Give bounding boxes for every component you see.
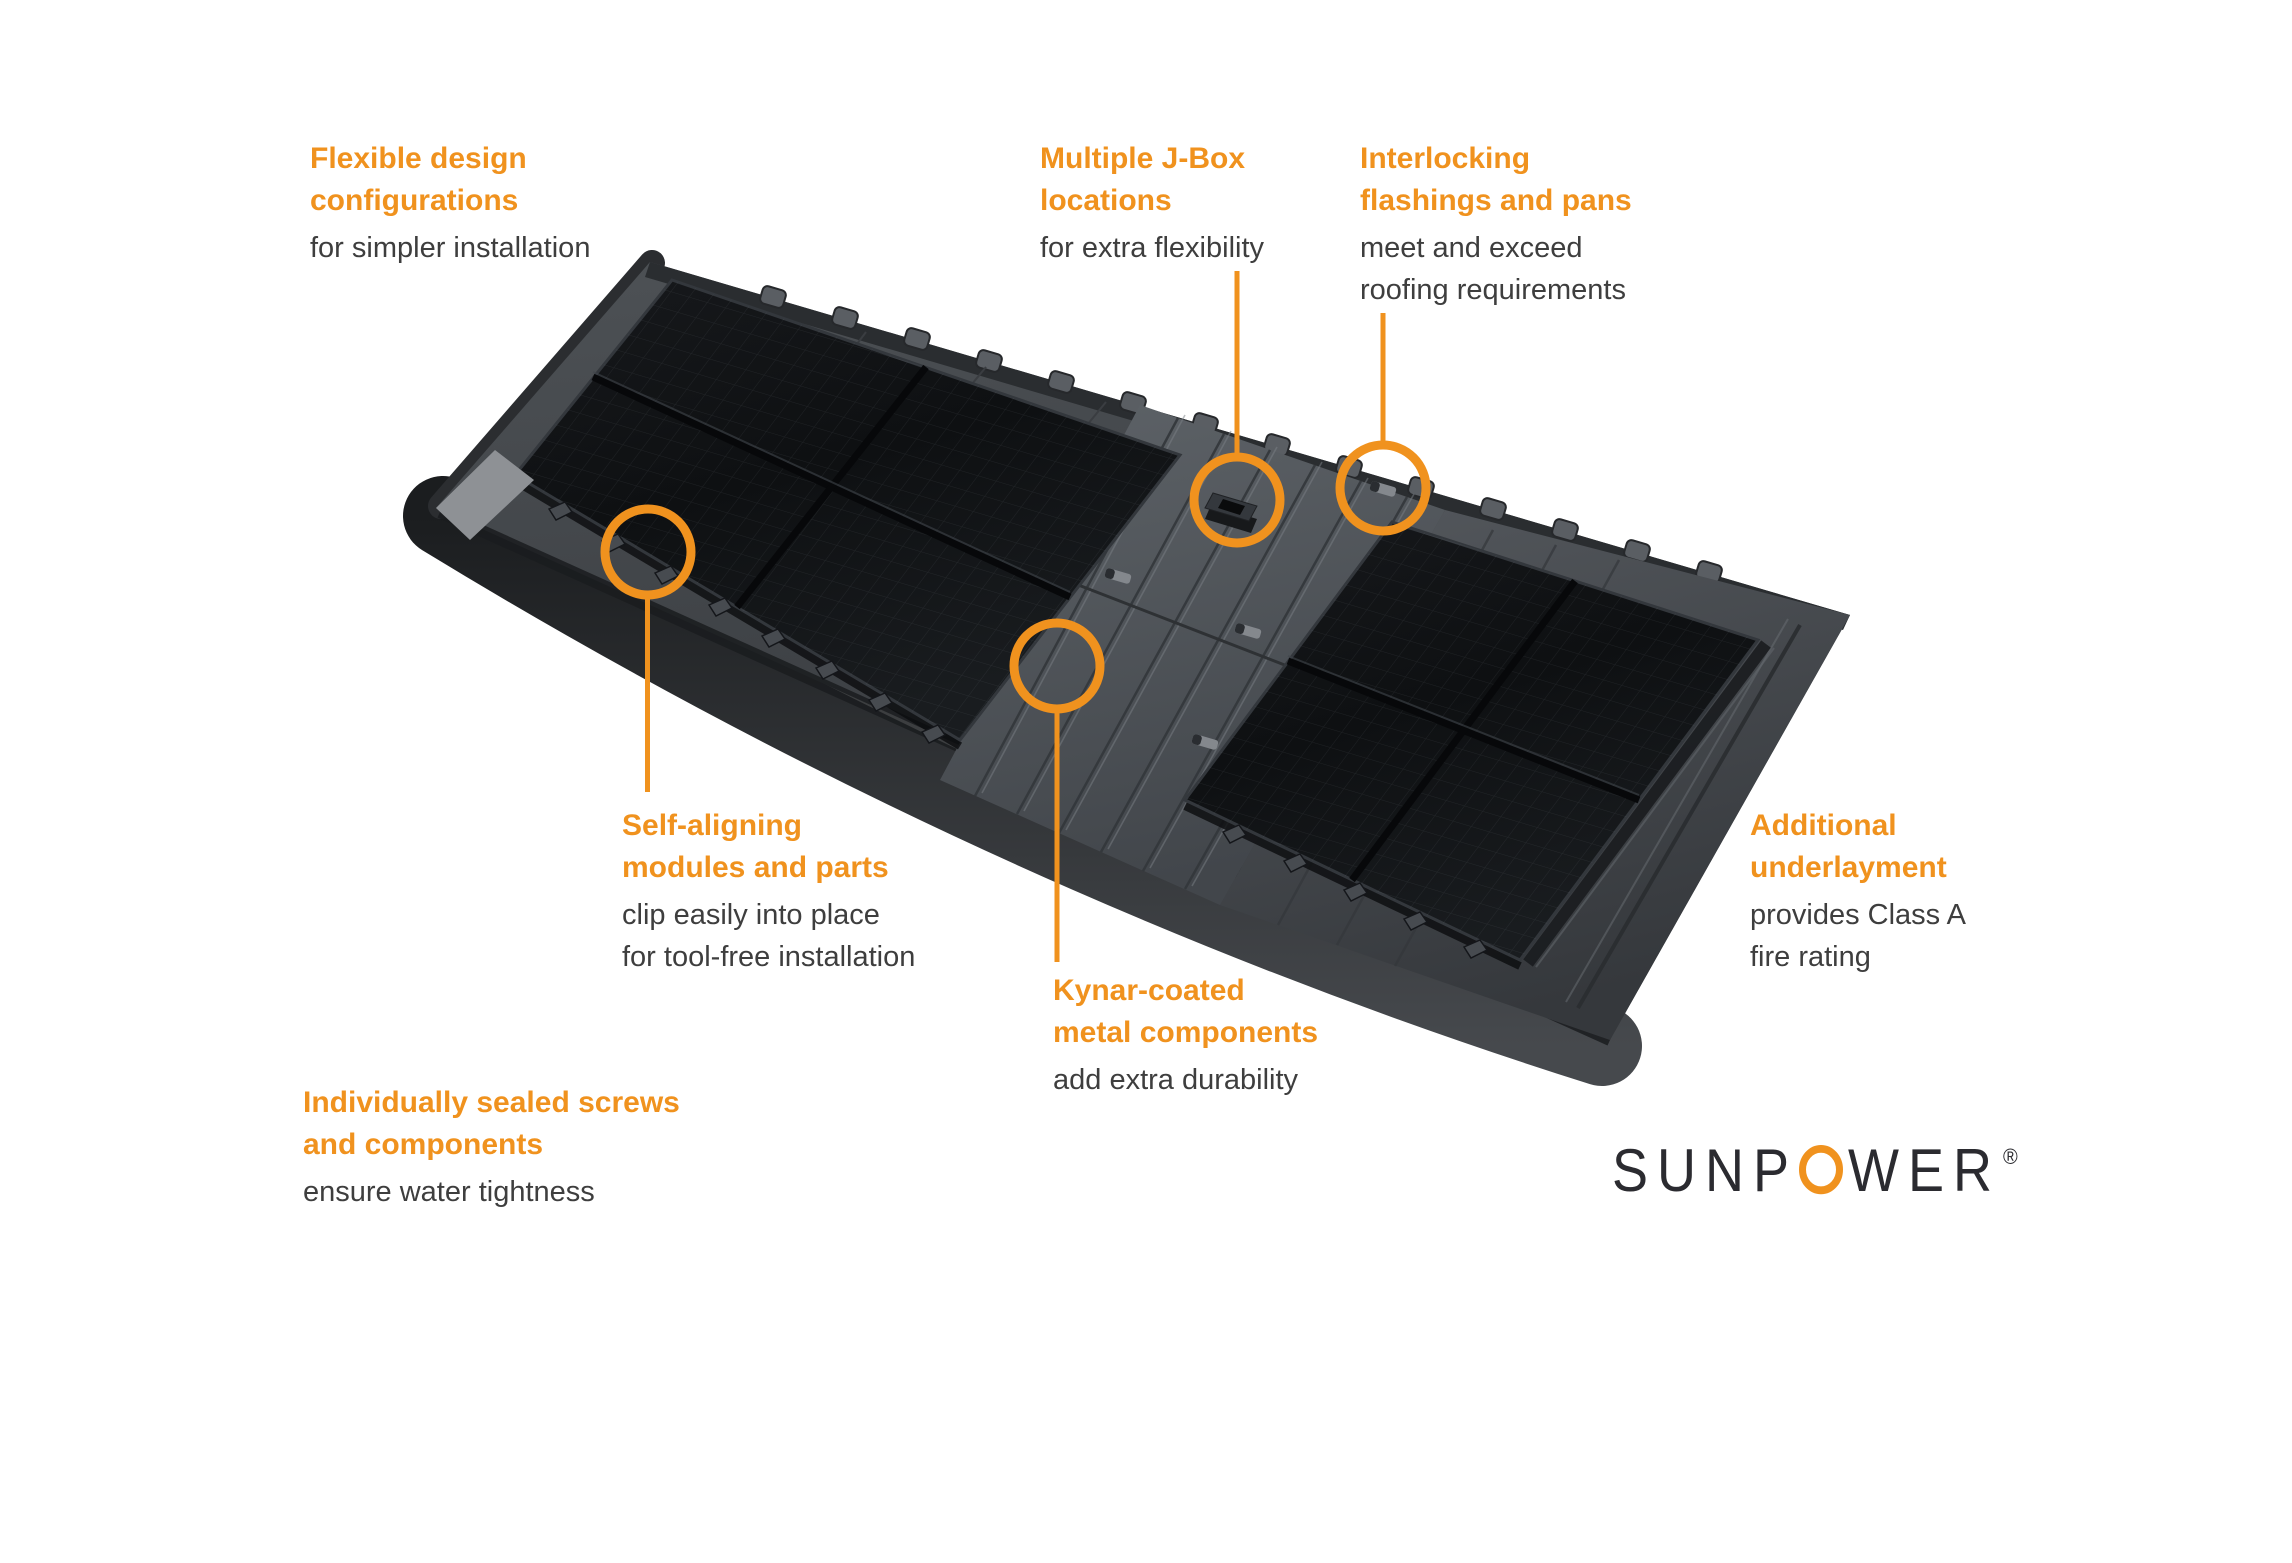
callout-desc: clip easily into place for tool-free ins…: [622, 899, 916, 973]
callout-desc: meet and exceed roofing requirements: [1360, 232, 1626, 306]
annotation-lines: [645, 271, 1386, 962]
callout-title: Interlocking flashings and pans: [1360, 142, 1632, 217]
logo-text-pre: SUNP: [1612, 1137, 1799, 1205]
callout-flexible-design: Flexible design configurations for simpl…: [310, 138, 590, 269]
callout-desc: ensure water tightness: [303, 1176, 595, 1208]
seam-clips: [1104, 481, 1397, 750]
callout-title: Additional underlayment: [1750, 809, 1947, 884]
corner-flashing-wedge: [436, 450, 534, 540]
callout-desc: for simpler installation: [310, 232, 591, 264]
logo-o-ring-icon: [1799, 1144, 1844, 1195]
circle-kynar: [1009, 618, 1105, 714]
callout-underlayment: Additional underlayment provides Class A…: [1750, 805, 1966, 978]
callout-sealed-screws: Individually sealed screws and component…: [303, 1082, 680, 1213]
circle-interlocking: [1335, 440, 1431, 536]
callout-title: Self-aligning modules and parts: [622, 809, 889, 884]
callout-desc: add extra durability: [1053, 1064, 1299, 1096]
ridge-tabs: [759, 285, 1723, 584]
callout-title: Flexible design configurations: [310, 142, 527, 217]
circle-jbox: [1189, 452, 1285, 548]
module-gaps: [591, 364, 1072, 610]
left-panel-array: [512, 278, 1183, 750]
annotation-circles: [600, 440, 1431, 714]
j-box: [1204, 492, 1258, 533]
module-gaps: [1286, 578, 1641, 883]
callout-title: Kynar-coated metal components: [1053, 974, 1319, 1049]
right-panel-array: [1182, 520, 1761, 970]
callout-kynar: Kynar-coated metal components add extra …: [1053, 970, 1318, 1101]
callout-title: Multiple J-Box locations: [1040, 142, 1246, 217]
sunpower-logo: SUNP WER®: [1612, 1136, 2018, 1205]
callout-title: Individually sealed screws and component…: [303, 1086, 680, 1161]
eave-clips-right: [1221, 824, 1489, 959]
callout-jbox: Multiple J-Box locations for extra flexi…: [1040, 138, 1264, 269]
callout-interlocking: Interlocking flashings and pans meet and…: [1360, 138, 1632, 311]
logo-text-post: WER: [1848, 1137, 2002, 1205]
circle-self-aligning: [600, 504, 696, 600]
callout-desc: provides Class A fire rating: [1750, 899, 1966, 973]
logo-registered-mark: ®: [2003, 1144, 2018, 1170]
callout-desc: for extra flexibility: [1040, 232, 1265, 264]
callout-self-aligning: Self-aligning modules and parts clip eas…: [622, 805, 915, 978]
